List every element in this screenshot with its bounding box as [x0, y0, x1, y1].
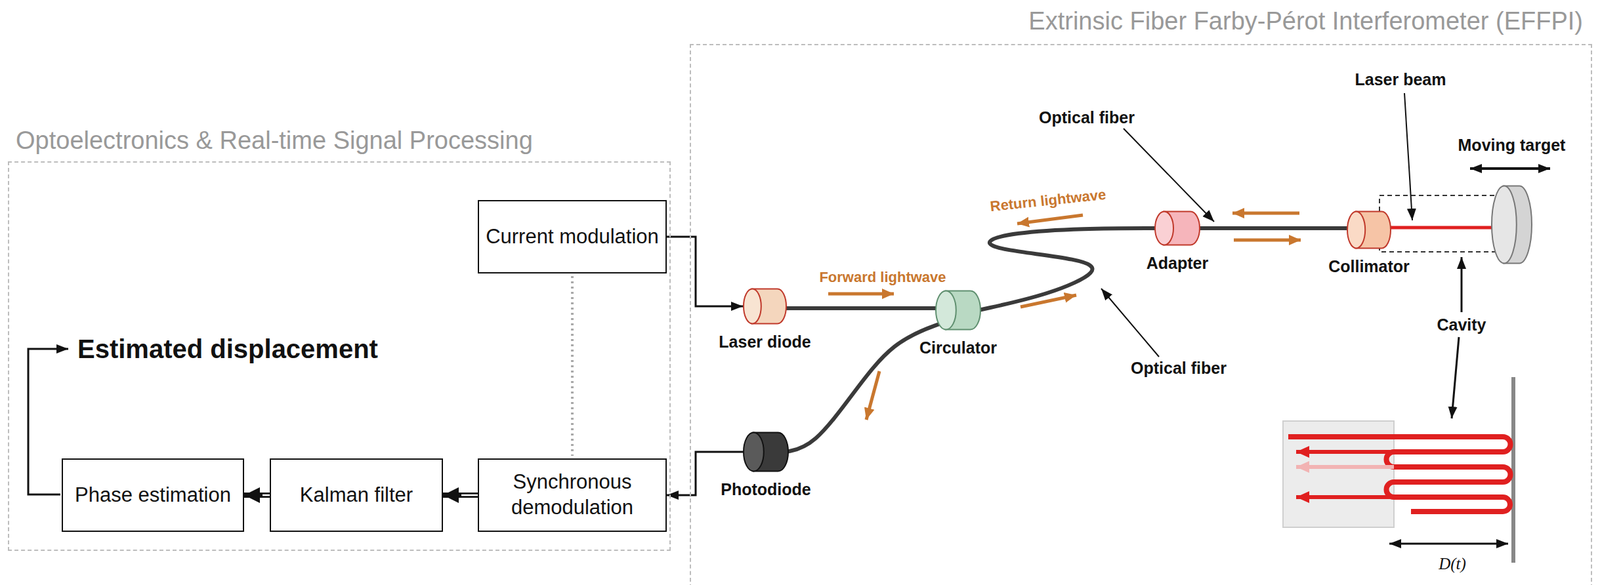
multiple-reflection	[1288, 437, 1511, 512]
process-box: Synchronous demodulation	[477, 458, 667, 533]
mirror-surface	[1511, 377, 1516, 564]
arrow-inner	[262, 494, 270, 497]
callout-label: Optical fiber	[1038, 108, 1135, 128]
laser-diode: Laser diode	[742, 288, 787, 325]
region-title: Extrinsic Fiber Farby-Pérot Interferomet…	[1028, 6, 1583, 37]
component-shape	[742, 288, 787, 325]
distance-arrow	[1389, 543, 1509, 546]
moving-target: Moving target	[1491, 185, 1533, 265]
collimator: Collimator	[1346, 210, 1392, 250]
cavity-outline	[1379, 195, 1501, 253]
lightwave-arrow	[866, 371, 880, 421]
photodiode: Photodiode	[742, 431, 789, 473]
signal-arrow	[442, 492, 478, 499]
component-label: Laser diode	[718, 332, 811, 352]
leader-line	[1460, 257, 1463, 313]
laser-beam	[1389, 226, 1498, 230]
sync-link	[570, 276, 574, 457]
optical-fiber	[1197, 226, 1351, 231]
lightwave-arrow	[828, 292, 894, 296]
motion-arrow	[1470, 167, 1551, 170]
leader-line	[1451, 337, 1459, 419]
component-label: Circulator	[919, 338, 997, 358]
component-face	[743, 433, 764, 472]
lightwave-label: Forward lightwave	[819, 269, 946, 287]
component-face	[1491, 186, 1517, 264]
component-shape	[1154, 210, 1201, 247]
component-face	[935, 291, 957, 331]
dimension-label: D(t)	[1438, 555, 1467, 574]
component-shape	[935, 290, 982, 331]
output-label: Estimated displacement	[77, 334, 379, 365]
component-face	[1155, 211, 1174, 246]
callout-label: Cavity	[1436, 315, 1486, 335]
component-shape	[1491, 185, 1533, 265]
lightwave-arrow	[1017, 215, 1083, 224]
component-shape	[742, 431, 789, 473]
component-face	[743, 289, 762, 325]
signal-arrow	[244, 492, 270, 499]
fiber-adapter: Adapter	[1154, 210, 1201, 247]
region-title: Optoelectronics & Real-time Signal Proce…	[15, 126, 533, 157]
component-label: Moving target	[1458, 135, 1566, 155]
process-box: Phase estimation	[61, 458, 245, 533]
interferometer-region: Extrinsic Fiber Farby-Pérot Interferomet…	[689, 43, 1593, 585]
component-shape	[1346, 210, 1392, 250]
component-label: Collimator	[1328, 257, 1410, 277]
lightwave-arrow	[1233, 238, 1301, 243]
leader-line	[1101, 288, 1159, 358]
callout-label: Optical fiber	[1130, 358, 1227, 379]
optical-fiber	[978, 228, 1159, 311]
lightwave-label: Return lightwave	[989, 186, 1108, 216]
leader-line	[1123, 128, 1215, 222]
circulator: Circulator	[935, 290, 982, 331]
optical-fiber	[784, 306, 940, 311]
component-label: Adapter	[1146, 253, 1209, 274]
callout-label: Laser beam	[1355, 70, 1447, 90]
leader-line	[1404, 93, 1413, 221]
box-label: Current modulation	[481, 224, 663, 251]
box-label: Kalman filter	[295, 483, 417, 509]
process-box: Kalman filter	[269, 458, 443, 533]
component-label: Photodiode	[720, 480, 811, 500]
reflected-beam	[1296, 495, 1394, 500]
box-label: Phase estimation	[70, 483, 235, 509]
signal-arrow	[666, 236, 743, 307]
arrow-inner	[461, 494, 478, 497]
process-box: Current modulation	[477, 200, 667, 274]
lightwave-arrow	[1232, 211, 1300, 216]
reflected-beam	[1296, 450, 1394, 455]
box-label: Synchronous demodulation	[479, 469, 666, 522]
reflected-beam	[1296, 465, 1394, 470]
component-face	[1347, 211, 1366, 249]
